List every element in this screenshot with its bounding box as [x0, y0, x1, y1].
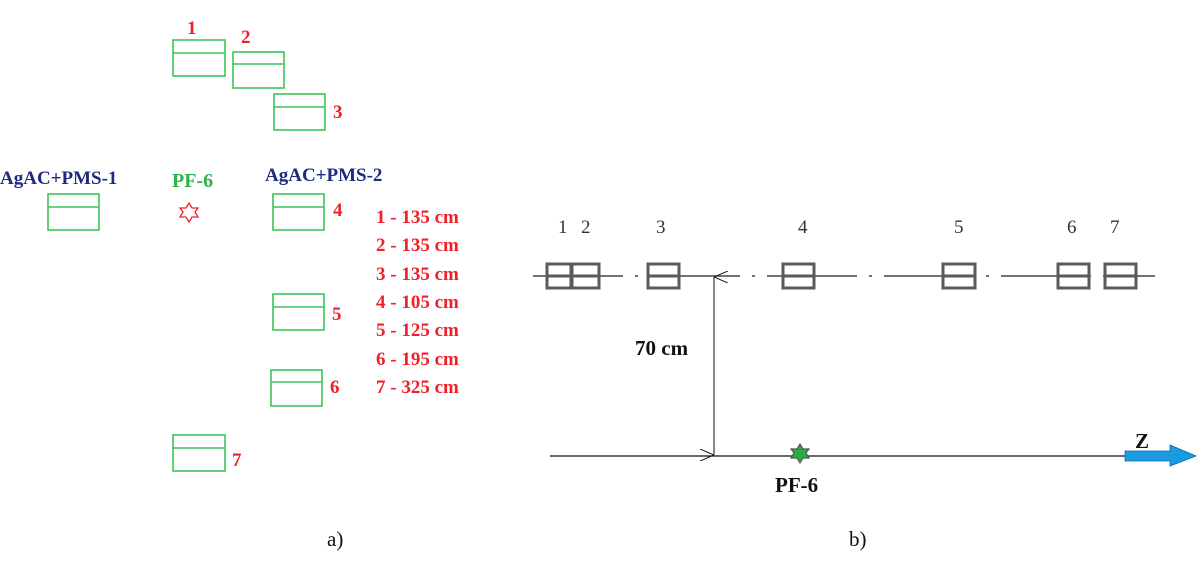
label-6: 6	[330, 377, 340, 398]
detector-b-4	[781, 262, 816, 290]
source-label-b: PF-6	[775, 473, 818, 497]
detector-2	[232, 51, 285, 89]
detector-b-5	[941, 262, 977, 290]
label-5: 5	[332, 304, 342, 325]
panel-a: 1 2 3 4 5 6 7 AgAC+PMS-1 PF-6 AgAC+PMS-2…	[0, 18, 459, 551]
label-1: 1	[187, 18, 197, 39]
label-b-1: 1	[558, 217, 568, 238]
z-axis-arrow-icon	[1124, 444, 1198, 467]
detector-b-2	[570, 262, 601, 290]
detector-7	[172, 434, 226, 472]
label-b-7: 7	[1110, 217, 1120, 238]
detector-agac-pms-1	[47, 193, 100, 231]
distance-item: 6 - 195 cm	[376, 349, 459, 370]
detector-6	[270, 369, 323, 407]
label-b-5: 5	[954, 217, 964, 238]
distance-list: 1 - 135 cm 2 - 135 cm 3 - 135 cm 4 - 105…	[376, 207, 459, 398]
label-7: 7	[232, 450, 242, 471]
panel-b: 1 2 3 4 5 6 7 70 cm Z PF-6 b)	[533, 217, 1198, 551]
source-star-icon	[178, 201, 200, 224]
detector-b-7	[1103, 262, 1138, 290]
label-2: 2	[241, 27, 251, 48]
z-axis-label: Z	[1135, 429, 1149, 453]
label-4: 4	[333, 200, 343, 221]
detector-5	[272, 293, 325, 331]
distance-item: 5 - 125 cm	[376, 320, 459, 341]
detector-3	[273, 93, 326, 131]
detector-b-1	[545, 262, 573, 290]
distance-item: 7 - 325 cm	[376, 377, 459, 398]
detector-boxes	[545, 262, 1138, 290]
distance-item: 3 - 135 cm	[376, 264, 459, 285]
distance-item: 4 - 105 cm	[376, 292, 459, 313]
caption-a: a)	[327, 527, 343, 551]
label-b-3: 3	[656, 217, 666, 238]
label-b-4: 4	[798, 217, 808, 238]
group-left-label: AgAC+PMS-1	[0, 168, 117, 189]
detector-b-6	[1056, 262, 1091, 290]
source-star-icon	[789, 442, 811, 465]
detector-4	[272, 193, 325, 231]
label-b-6: 6	[1067, 217, 1077, 238]
caption-b: b)	[849, 527, 867, 551]
distance-label: 70 cm	[635, 336, 689, 360]
group-right-label: AgAC+PMS-2	[265, 165, 382, 186]
detector-b-3	[646, 262, 681, 290]
label-3: 3	[333, 102, 343, 123]
distance-item: 1 - 135 cm	[376, 207, 459, 228]
source-label: PF-6	[172, 170, 213, 192]
detector-1	[172, 39, 226, 77]
distance-item: 2 - 135 cm	[376, 235, 459, 256]
label-b-2: 2	[581, 217, 591, 238]
